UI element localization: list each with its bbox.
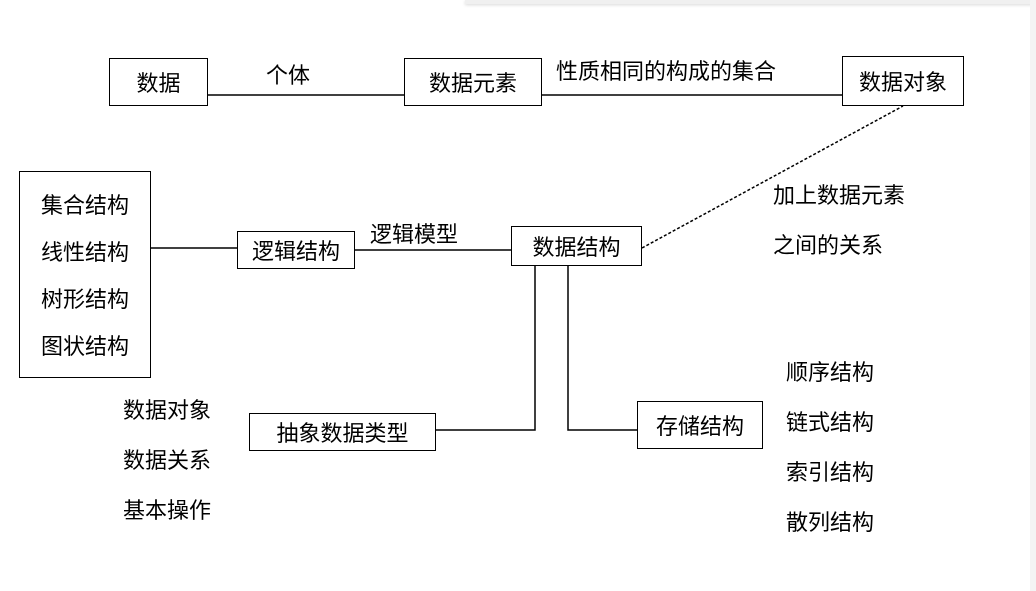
node-data-element-label: 数据元素 (428, 72, 517, 97)
logical-type-item: 图状结构 (40, 335, 129, 361)
storage-type-item: 顺序结构 (786, 361, 875, 386)
node-data: 数据 (109, 58, 208, 106)
storage-type-item: 索引结构 (786, 461, 875, 486)
logical-type-item: 线性结构 (40, 240, 129, 266)
node-abstract-data-type: 抽象数据类型 (249, 413, 436, 451)
edge-structure-to-adt (436, 266, 536, 431)
node-data-structure: 数据结构 (511, 226, 642, 266)
edge-structure-to-storage (567, 266, 637, 431)
label-relation-line2: 之间的关系 (773, 234, 884, 259)
node-logical-structure: 逻辑结构 (237, 231, 355, 269)
adt-part-item: 数据对象 (123, 399, 212, 424)
adt-part-item: 基本操作 (123, 499, 212, 524)
adt-parts-list: 数据对象 数据关系 基本操作 (123, 401, 211, 551)
node-data-label: 数据 (136, 72, 181, 97)
label-logical-model: 逻辑模型 (370, 223, 459, 248)
logical-type-item: 树形结构 (40, 288, 129, 314)
storage-types-list: 顺序结构 链式结构 索引结构 散列结构 (786, 363, 874, 563)
window-top-edge (465, 0, 1036, 4)
node-storage-structure: 存储结构 (637, 401, 763, 449)
node-data-element: 数据元素 (404, 58, 542, 106)
logical-type-item: 集合结构 (40, 193, 129, 219)
storage-type-item: 散列结构 (786, 511, 875, 536)
node-data-object: 数据对象 (842, 56, 964, 106)
storage-type-item: 链式结构 (786, 411, 875, 436)
edge-structure-to-object (641, 105, 904, 249)
node-storage-structure-label: 存储结构 (655, 415, 744, 440)
label-relation-line1: 加上数据元素 (773, 184, 906, 209)
adt-part-item: 数据关系 (123, 449, 212, 474)
window-right-edge (1030, 0, 1036, 591)
node-logical-structure-label: 逻辑结构 (251, 240, 340, 265)
logical-types-box: 集合结构 线性结构 树形结构 图状结构 (19, 171, 151, 378)
node-data-object-label: 数据对象 (858, 71, 947, 96)
node-data-structure-label: 数据结构 (532, 236, 621, 261)
label-individual: 个体 (266, 64, 311, 89)
label-same-nature-set: 性质相同的构成的集合 (556, 60, 777, 85)
node-abstract-data-type-label: 抽象数据类型 (276, 422, 409, 447)
